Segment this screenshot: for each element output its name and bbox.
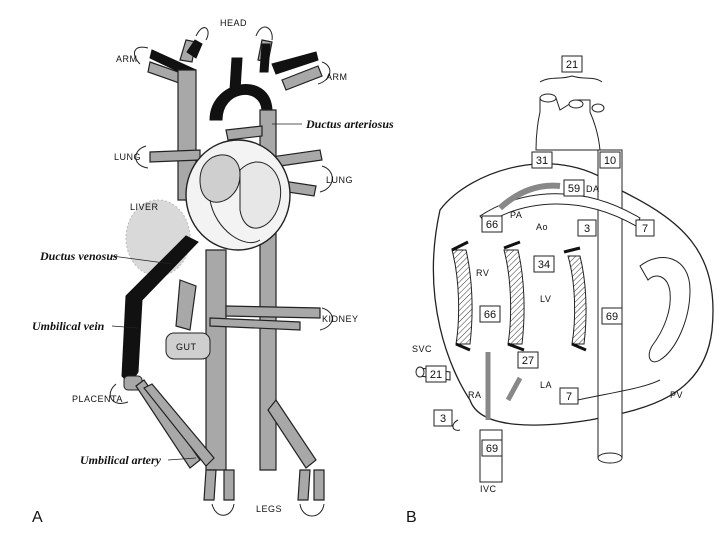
- panel-a-fetal-circulation: HEAD ARM ARM LUNG LUNG LIVER KIDNEY GUT …: [32, 18, 394, 526]
- chamber-da: DA: [586, 184, 600, 194]
- ductus-arteriosus-vessel: [226, 126, 262, 140]
- label-arm-right: ARM: [326, 72, 348, 82]
- value-rv-flow: 66: [484, 309, 496, 321]
- inferior-vena-cava: [206, 250, 226, 470]
- leg-vessel-2: [224, 470, 234, 500]
- panel-a-letter: A: [32, 509, 43, 526]
- value-head-neck: 21: [566, 59, 578, 71]
- value-da-flow: 59: [568, 183, 580, 195]
- label-lung-right: LUNG: [326, 175, 353, 185]
- svc-opening: [416, 367, 424, 377]
- label-gut: GUT: [176, 342, 197, 352]
- value-coronary-sinus: 3: [440, 413, 446, 425]
- head-artery-right: [260, 44, 270, 72]
- chamber-lv: LV: [540, 294, 551, 304]
- chamber-pa: PA: [510, 210, 522, 220]
- chamber-ivc: IVC: [480, 484, 497, 494]
- flow-arrow-legs-right: [300, 504, 324, 516]
- value-lung-flow: 7: [642, 223, 648, 235]
- value-descending: 69: [606, 311, 618, 323]
- panel-b-heart-flow: 21 31 10 59 66 3 7 34 66 69 21 27: [406, 56, 713, 526]
- descending-aorta-b: [598, 150, 622, 458]
- chamber-ra: RA: [468, 390, 482, 400]
- flow-arrow-head-right: [256, 27, 272, 40]
- portal-vein: [176, 280, 196, 330]
- renal-vessel-upper: [226, 306, 320, 318]
- label-arm-left: ARM: [116, 54, 138, 64]
- chamber-pv: PV: [670, 390, 683, 400]
- label-lung-left: LUNG: [114, 152, 141, 162]
- value-la-inflow: 7: [566, 391, 572, 403]
- label-umbilical-artery: Umbilical artery: [80, 453, 162, 467]
- value-foramen: 27: [522, 355, 534, 367]
- label-liver: LIVER: [130, 202, 159, 212]
- head-brace: [540, 76, 602, 82]
- value-pa-flow: 66: [486, 219, 498, 231]
- value-coronary: 3: [584, 223, 590, 235]
- leg-vessel-3: [298, 470, 310, 500]
- chamber-la: LA: [540, 380, 552, 390]
- label-umbilical-vein: Umbilical vein: [32, 319, 105, 333]
- chamber-ao: Ao: [536, 222, 548, 232]
- value-da-upper: 10: [604, 155, 616, 167]
- label-head: HEAD: [220, 18, 247, 28]
- branch-opening-2: [569, 100, 583, 108]
- label-placenta: PLACENTA: [72, 394, 123, 404]
- aortic-branches: [536, 98, 600, 150]
- label-kidney: KIDNEY: [322, 314, 359, 324]
- value-ao-flow: 34: [538, 259, 550, 271]
- value-svc-upper: 31: [536, 155, 548, 167]
- leg-vessel-4: [314, 470, 324, 500]
- chamber-svc: SVC: [412, 344, 432, 354]
- value-ivc-inflow: 69: [486, 443, 498, 455]
- coronary-sinus-curl: [453, 420, 460, 430]
- label-ductus-arteriosus: Ductus arteriosus: [305, 117, 394, 131]
- branch-opening-1: [540, 94, 556, 102]
- descending-aorta-end: [598, 453, 622, 463]
- label-legs: LEGS: [256, 504, 282, 514]
- pulmonary-left: [150, 150, 200, 162]
- chamber-rv: RV: [476, 268, 489, 278]
- branch-opening-3: [592, 104, 604, 112]
- leg-vessel-1: [204, 470, 216, 500]
- panel-b-letter: B: [406, 509, 417, 526]
- label-ductus-venosus: Ductus venosus: [39, 249, 118, 263]
- value-svc-inflow: 21: [430, 369, 442, 381]
- flow-arrow-head-left: [196, 28, 208, 40]
- flow-arrow-legs-left: [212, 504, 234, 515]
